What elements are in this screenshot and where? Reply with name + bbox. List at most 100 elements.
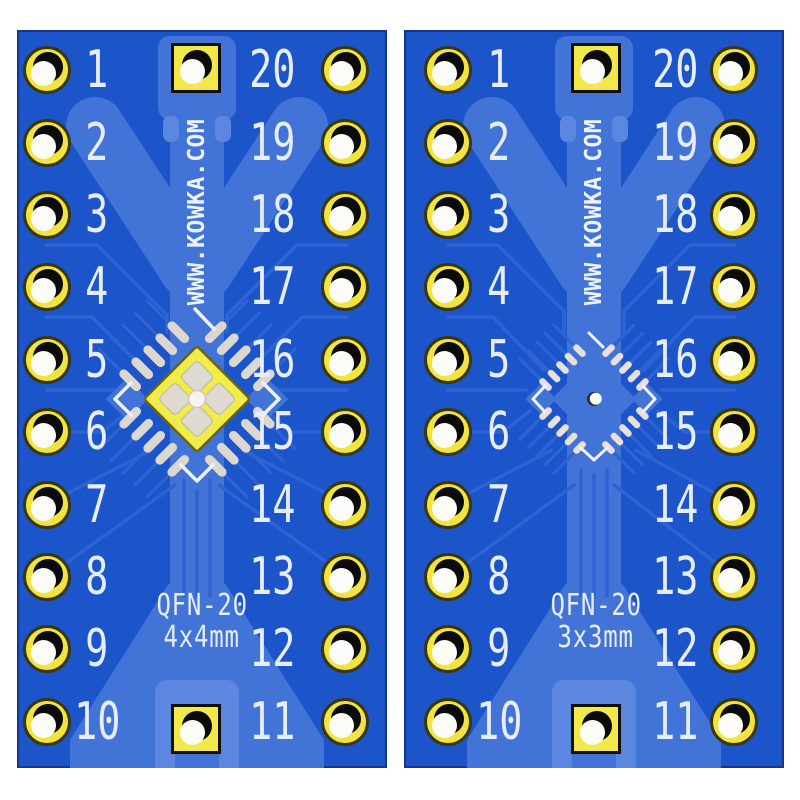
brand-text: WWW.KOWKA.COM [184,118,210,306]
left-pin-numbers: 1 2 3 4 5 6 7 8 9 10 [439,34,559,758]
qfn-footprint-4x4 [96,298,298,500]
through-hole-pad-9 [424,625,472,674]
pin-number: 11 [651,691,699,752]
through-hole-pad-16 [710,335,758,384]
chip-type-label: QFN-20 [550,588,642,623]
right-pin-numbers: 20 19 18 17 16 15 14 13 12 11 [212,34,332,758]
pin-number: 1 [487,40,511,101]
pin-number: 17 [651,257,699,318]
pin-number: 13 [248,546,296,607]
through-hole-pad-11 [321,697,369,746]
pin-number: 16 [651,329,699,390]
through-hole-pad-4 [23,263,71,312]
right-pad-column [710,34,758,758]
pin1-indicator-mark [193,307,216,331]
pin-number: 1 [85,40,109,101]
pin-number: 2 [487,112,511,173]
square-pad-bottom [171,704,221,754]
chip-label: QFN-20 4x4mm [17,590,387,654]
through-hole-pad-17 [321,263,369,312]
through-hole-pad-5 [424,335,472,384]
pin-number: 9 [85,619,109,680]
pin-number: 18 [248,184,296,245]
pin-number: 3 [487,184,511,245]
chip-size-label: 4x4mm [163,620,241,655]
through-hole-pad-1 [424,46,472,95]
brand-text: WWW.KOWKA.COM [581,118,607,306]
through-hole-pad-2 [424,118,472,167]
through-hole-pad-12 [321,625,369,674]
pin-number: 3 [85,184,109,245]
pin-number: 17 [248,257,296,318]
silkscreen-corner-marks [113,307,281,483]
through-hole-pad-13 [321,552,369,601]
square-pad-bottom [571,704,621,754]
right-pad-column [321,34,369,758]
pin-number: 18 [651,184,699,245]
pin-number: 11 [248,691,296,752]
pin-number: 9 [487,619,511,680]
pin-number: 6 [487,402,511,463]
through-hole-pad-17 [710,263,758,312]
through-hole-pad-15 [710,408,758,457]
left-pad-column [424,34,472,758]
pin-number: 7 [85,474,109,535]
through-hole-pad-7 [424,480,472,529]
left-pad-column [23,34,71,758]
pin-number: 4 [85,257,109,318]
through-hole-pad-10 [424,697,472,746]
pin-number: 2 [85,112,109,173]
pin-number: 7 [487,474,511,535]
through-hole-pad-14 [321,480,369,529]
through-hole-pad-18 [710,190,758,239]
pin-number: 15 [248,402,296,463]
pin-number: 16 [248,329,296,390]
pin-number: 14 [248,474,296,535]
through-hole-pad-19 [710,118,758,167]
pin-number: 8 [487,546,511,607]
through-hole-pad-9 [23,625,71,674]
through-hole-pad-20 [321,46,369,95]
square-pad-top [171,43,221,93]
pin-number: 4 [487,257,511,318]
pin-number: 14 [651,474,699,535]
pin-number: 15 [651,402,699,463]
pin-number: 20 [651,40,699,101]
through-hole-pad-7 [23,480,71,529]
through-hole-pad-18 [321,190,369,239]
pin-number: 8 [85,546,109,607]
right-pin-numbers: 20 19 18 17 16 15 14 13 12 11 [615,34,735,758]
hole-highlight [31,61,56,87]
through-hole-pad-11 [710,697,758,746]
through-hole-pad-10 [23,697,71,746]
pcb-board-qfn20-3x3: 1 2 3 4 5 6 7 8 9 10 20 19 18 17 16 15 1… [404,30,784,768]
pin-number: 10 [73,691,121,752]
chip-type-label: QFN-20 [156,588,248,623]
silkscreen-corner-marks [531,331,657,462]
pcb-board-qfn20-4x4: 1 2 3 4 5 6 7 8 9 10 20 19 18 17 16 15 1… [17,30,387,768]
pin-number: 19 [248,112,296,173]
through-hole-pad-20 [710,46,758,95]
through-hole-pad-6 [424,408,472,457]
pin-number: 19 [651,112,699,173]
square-pad-top [571,43,621,93]
through-hole-pad-19 [321,118,369,167]
chip-label: QFN-20 3x3mm [406,590,786,654]
pin-number: 13 [651,546,699,607]
through-hole-pad-3 [23,190,71,239]
through-hole-pad-1 [23,46,71,95]
through-hole-pad-2 [23,118,71,167]
through-hole-pad-12 [710,625,758,674]
pin-number: 20 [248,40,296,101]
left-pin-numbers: 1 2 3 4 5 6 7 8 9 10 [37,34,157,758]
pin-number: 5 [487,329,511,390]
through-hole-pad-13 [710,552,758,601]
pin-number: 6 [85,402,109,463]
through-hole-pad-5 [23,335,71,384]
pin-number: 10 [475,691,523,752]
pin1-indicator-mark [587,331,605,349]
through-hole-pad-4 [424,263,472,312]
through-hole-pad-3 [424,190,472,239]
through-hole-pad-15 [321,408,369,457]
pin-number: 12 [248,619,296,680]
